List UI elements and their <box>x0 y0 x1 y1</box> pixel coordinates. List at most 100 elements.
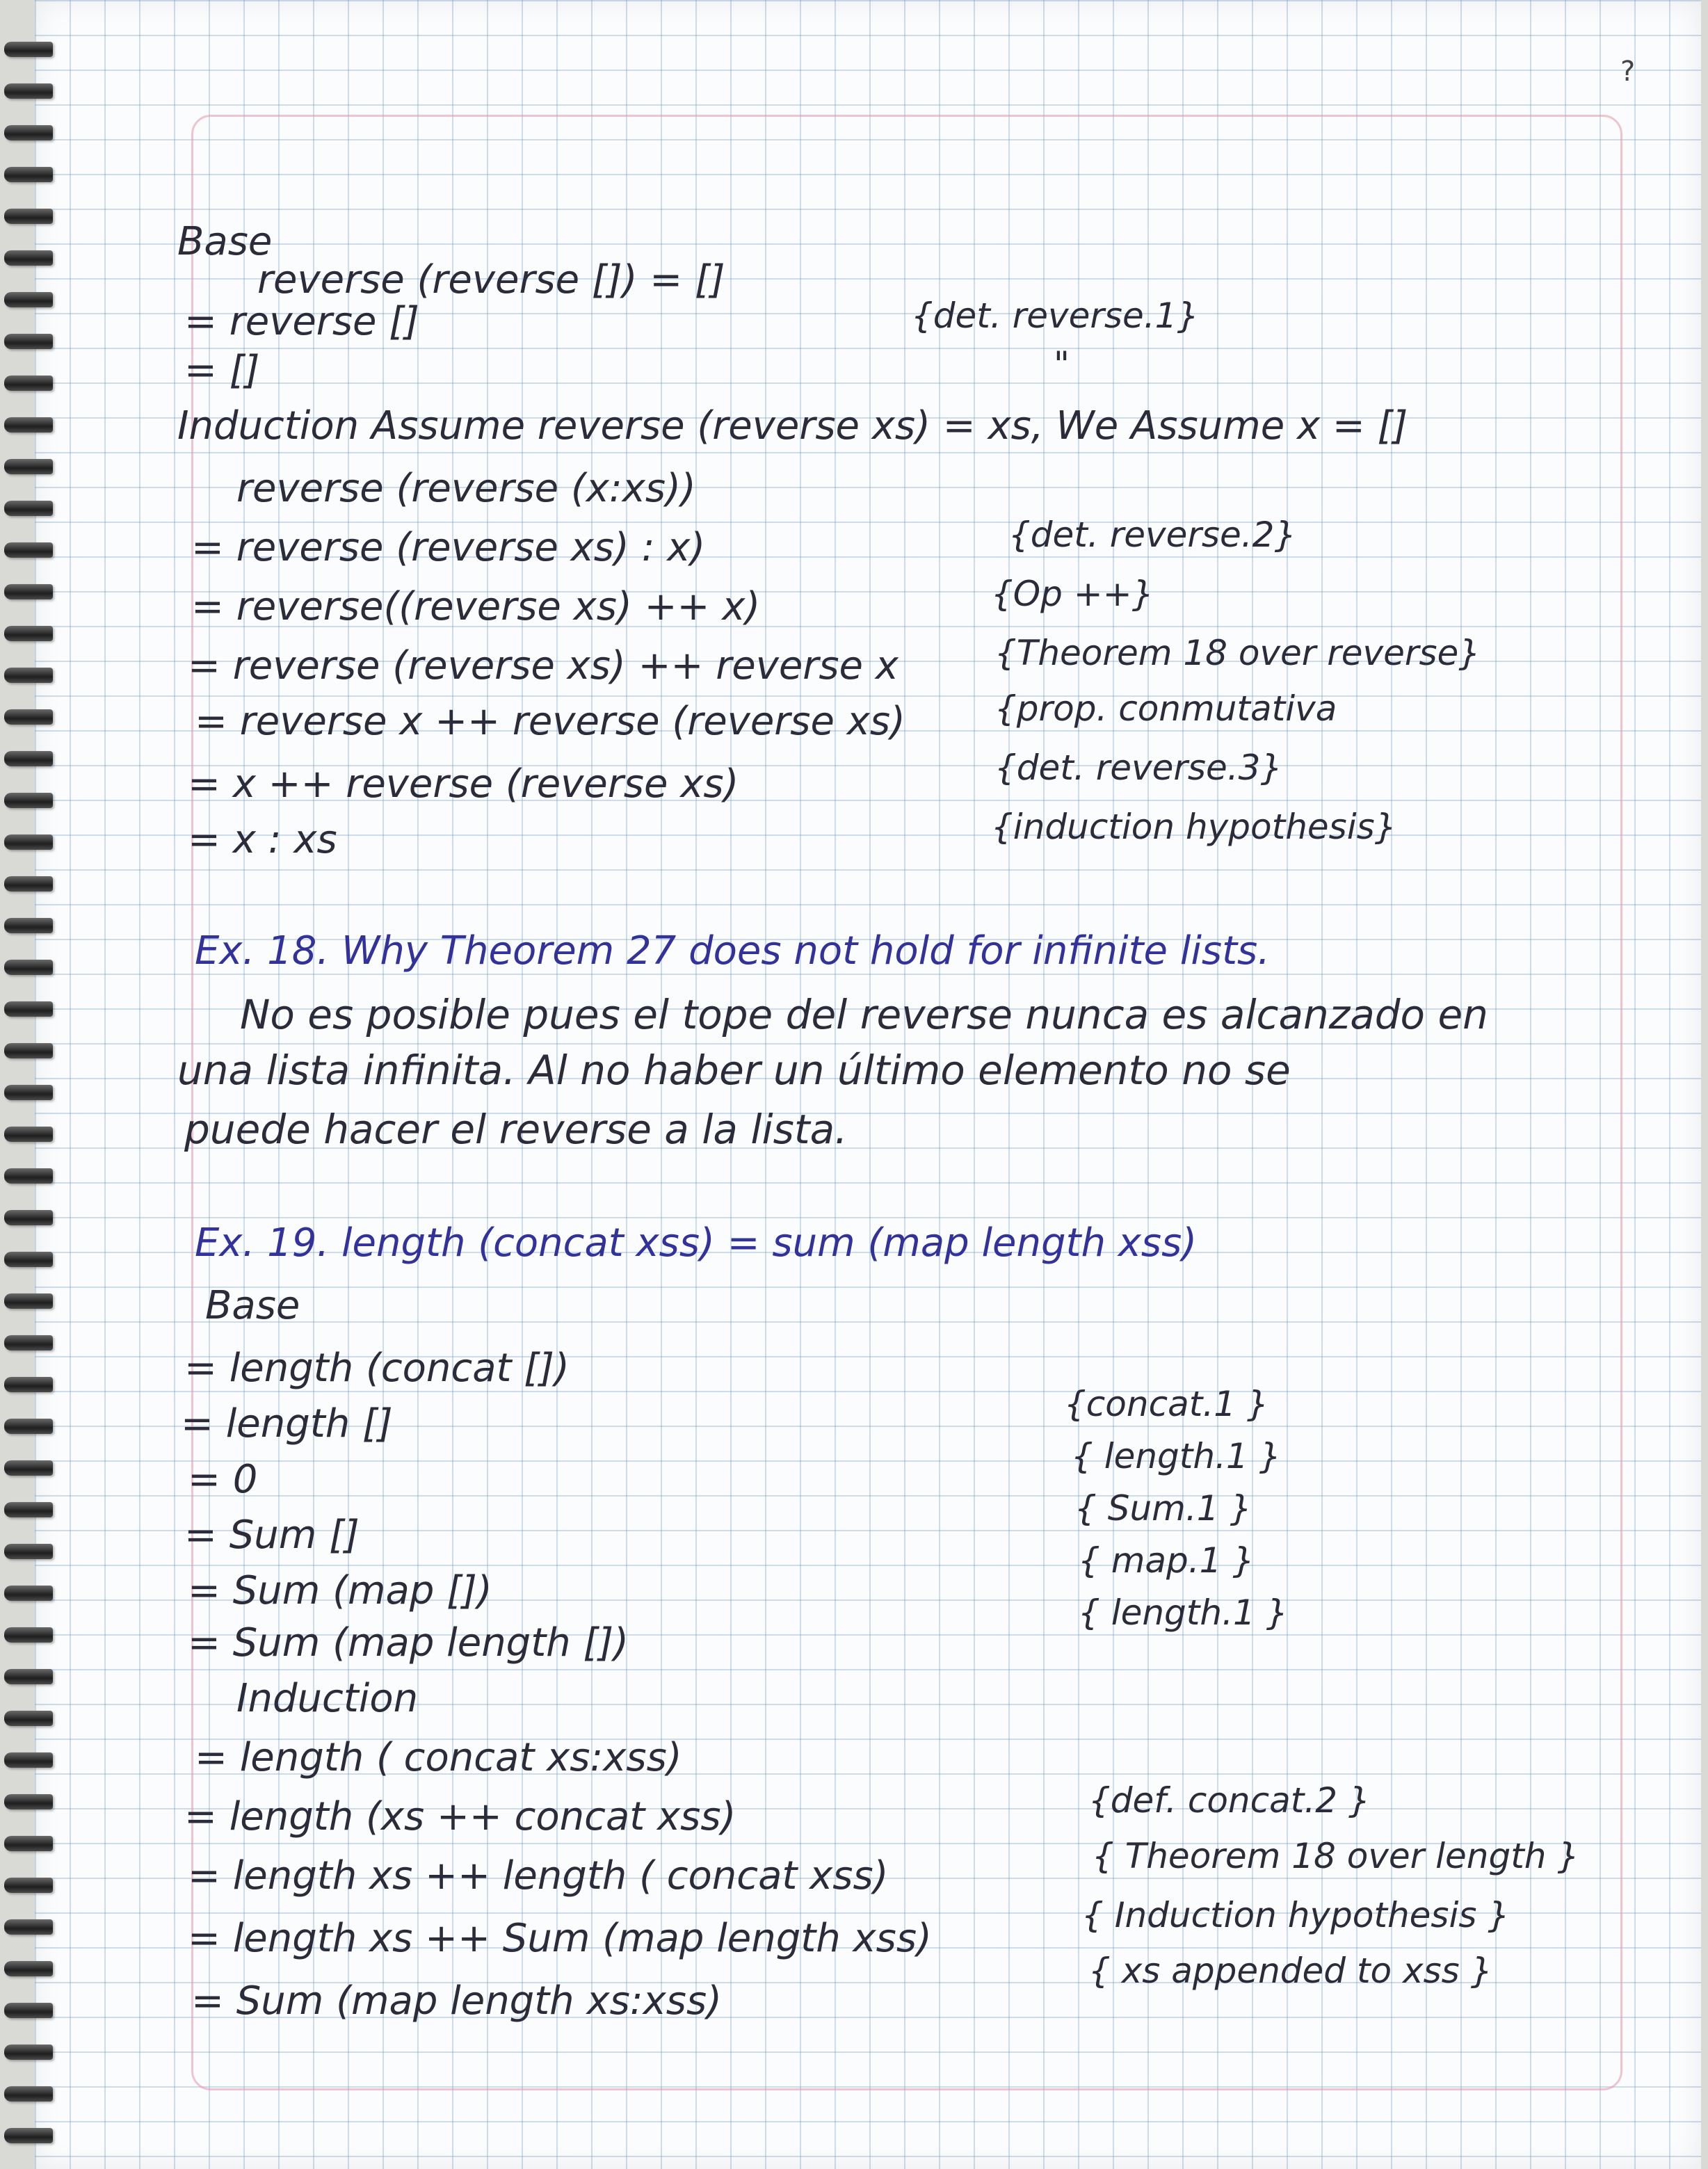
spiral-ring <box>4 1586 53 1601</box>
spiral-ring <box>4 834 53 850</box>
spiral-ring <box>4 876 53 892</box>
spiral-ring <box>4 1669 53 1684</box>
spiral-ring <box>4 1085 53 1100</box>
spiral-ring <box>4 334 53 349</box>
proof-justification: {prop. conmutativa <box>994 688 1337 729</box>
ex18-answer-line: No es posible pues el tope del reverse n… <box>240 991 1488 1038</box>
proof-justification: { Theorem 18 over length } <box>1092 1836 1580 1876</box>
spiral-ring <box>4 2045 53 2060</box>
proof-step: reverse (reverse []) = [] <box>257 257 725 303</box>
proof-step: = Sum [] <box>184 1513 360 1558</box>
spiral-ring <box>4 1127 53 1142</box>
proof-step: = reverse x ++ reverse (reverse xs) <box>195 699 905 744</box>
ex17-induction-header: Induction Assume reverse (reverse xs) = … <box>177 403 1408 449</box>
spiral-ring <box>4 1168 53 1184</box>
proof-step: = 0 <box>188 1457 258 1502</box>
spiral-ring <box>4 1961 53 1976</box>
spiral-ring <box>4 2128 53 2143</box>
ex17-base-label: Base <box>177 219 273 264</box>
spiral-ring <box>4 542 53 558</box>
proof-step: = length (concat []) <box>184 1346 570 1391</box>
spiral-ring <box>4 376 53 391</box>
proof-step: = reverse (reverse xs) ++ reverse x <box>188 643 899 688</box>
spiral-ring <box>4 1335 53 1350</box>
proof-justification: { map.1 } <box>1078 1540 1255 1581</box>
spiral-ring <box>4 1043 53 1058</box>
proof-step: = length xs ++ length ( concat xss) <box>188 1853 889 1898</box>
spiral-ring <box>4 1919 53 1935</box>
spiral-ring <box>4 501 53 516</box>
proof-step: reverse (reverse (x:xs)) <box>236 466 696 511</box>
proof-step: = length [] <box>181 1401 393 1446</box>
proof-step: = Sum (map length xs:xss) <box>191 1978 722 2024</box>
proof-justification: " <box>1054 344 1070 385</box>
proof-step: = x ++ reverse (reverse xs) <box>188 761 739 807</box>
spiral-ring <box>4 209 53 224</box>
spiral-ring <box>4 1627 53 1643</box>
spiral-ring <box>4 2003 53 2018</box>
proof-justification: {def. concat.2 } <box>1088 1780 1371 1821</box>
spiral-ring <box>4 42 53 57</box>
proof-justification: {det. reverse.1} <box>911 296 1200 336</box>
spiral-ring <box>4 1711 53 1726</box>
proof-step: = reverse (reverse xs) : x) <box>191 525 706 570</box>
spiral-ring <box>4 167 53 182</box>
spiral-ring <box>4 2086 53 2102</box>
proof-justification: { xs appended to xss } <box>1088 1951 1493 1991</box>
proof-step: = Sum (map []) <box>188 1568 492 1613</box>
proof-step: = reverse [] <box>184 299 419 344</box>
corner-mark: ? <box>1620 56 1636 88</box>
proof-step: = length (xs ++ concat xss) <box>184 1794 736 1839</box>
notebook-page <box>35 0 1701 2169</box>
ex18-answer-line: puede hacer el reverse a la lista. <box>184 1106 848 1153</box>
ex18-title: Ex. 18. Why Theorem 27 does not hold for… <box>195 928 1271 974</box>
spiral-ring <box>4 751 53 766</box>
spiral-ring <box>4 1377 53 1392</box>
spiral-ring <box>4 1752 53 1768</box>
proof-step: = length ( concat xs:xss) <box>195 1735 682 1780</box>
proof-justification: { length.1 } <box>1078 1593 1289 1633</box>
page-margin-frame <box>191 115 1622 2090</box>
spiral-ring <box>4 584 53 599</box>
proof-justification: {det. reverse.3} <box>994 748 1283 788</box>
proof-justification: {Theorem 18 over reverse} <box>994 633 1481 673</box>
proof-justification: { length.1 } <box>1071 1436 1282 1476</box>
spiral-ring <box>4 960 53 975</box>
spiral-ring <box>4 1460 53 1476</box>
proof-justification: { Induction hypothesis } <box>1081 1895 1510 1935</box>
ex19-induction-label: Induction <box>236 1676 419 1721</box>
spiral-ring <box>4 709 53 725</box>
proof-step: = x : xs <box>188 817 337 862</box>
spiral-ring <box>4 459 53 474</box>
spiral-ring <box>4 1252 53 1267</box>
spiral-ring <box>4 1001 53 1017</box>
spiral-ring <box>4 1210 53 1225</box>
proof-justification: {det. reverse.2} <box>1008 515 1297 555</box>
spiral-ring <box>4 1293 53 1309</box>
proof-step: = Sum (map length []) <box>188 1620 629 1666</box>
spiral-ring <box>4 125 53 140</box>
spiral-ring <box>4 668 53 683</box>
ex19-title: Ex. 19. length (concat xss) = sum (map l… <box>195 1220 1198 1266</box>
proof-justification: {Op ++} <box>991 574 1154 614</box>
spiral-ring <box>4 1544 53 1559</box>
proof-step: = length xs ++ Sum (map length xss) <box>188 1916 932 1961</box>
spiral-ring <box>4 1836 53 1851</box>
proof-justification: {concat.1 } <box>1064 1384 1269 1424</box>
ex18-answer-line: una lista infinita. Al no haber un últim… <box>177 1047 1291 1094</box>
spiral-ring <box>4 292 53 307</box>
ex19-base-label: Base <box>205 1283 300 1328</box>
spiral-ring <box>4 83 53 99</box>
spiral-ring <box>4 626 53 641</box>
proof-justification: { Sum.1 } <box>1074 1488 1252 1529</box>
spiral-ring <box>4 918 53 933</box>
spiral-ring <box>4 1794 53 1809</box>
spiral-binding <box>0 0 63 2169</box>
proof-justification: {induction hypothesis} <box>991 807 1397 847</box>
spiral-ring <box>4 793 53 808</box>
proof-step: = reverse((reverse xs) ++ x) <box>191 584 761 629</box>
spiral-ring <box>4 1878 53 1893</box>
proof-step: = [] <box>184 348 260 393</box>
spiral-ring <box>4 417 53 433</box>
spiral-ring <box>4 1502 53 1517</box>
